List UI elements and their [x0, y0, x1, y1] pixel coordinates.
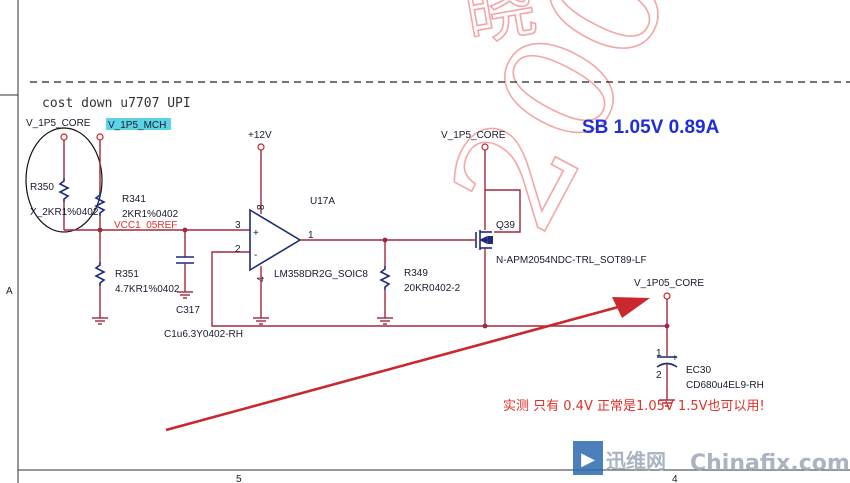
- r350-resistor: [58, 178, 70, 202]
- q39-drain-pin: [481, 143, 489, 151]
- r351-ref: R351: [115, 269, 139, 280]
- c317-ref: C317: [176, 305, 200, 316]
- ec30-value: CD680u4EL9-RH: [686, 380, 764, 391]
- opamp-ground: [253, 317, 269, 325]
- q39-tab-wire: [485, 189, 521, 233]
- u17a-pin1: 1: [308, 230, 314, 241]
- q39-ref: Q39: [496, 220, 515, 231]
- c317-value: C1u6.3Y0402-RH: [164, 329, 243, 340]
- u17a-ref: U17A: [310, 196, 335, 207]
- r351-ground: [92, 317, 108, 325]
- r351-value: 4.7KR1%0402: [115, 284, 180, 295]
- ec30-ref: EC30: [686, 365, 711, 376]
- r341-resistor: [94, 192, 106, 216]
- mch-highlight: [106, 118, 171, 130]
- ec30-pin2: 2: [656, 370, 662, 381]
- chinafix-site: Chinafix.com: [690, 451, 850, 476]
- u17a-pin3: 3: [235, 220, 241, 231]
- net-v1p5-mch: V_1P5_MCH: [108, 120, 166, 131]
- r349-ref: R349: [404, 268, 428, 279]
- q39-value: N-APM2054NDC-TRL_SOT89-LF: [496, 255, 647, 266]
- feedback-wire: [211, 251, 485, 327]
- net-v1p5-core-left: V_1P5_CORE: [26, 118, 91, 129]
- r341-ref: R341: [122, 194, 146, 205]
- net-v1p05-core: V_1P05_CORE: [634, 278, 704, 289]
- v1p05-core-pin: [663, 292, 671, 300]
- u17a-pin2: 2: [235, 244, 241, 255]
- chinafix-logo-mark: [573, 441, 603, 475]
- header-note: cost down u7707 UPI: [42, 96, 191, 111]
- border-col-4: 4: [672, 474, 678, 483]
- ref-junction-1: [97, 227, 103, 233]
- sb-power-note: SB 1.05V 0.89A: [582, 117, 720, 138]
- ec30-plus-sign: +: [672, 353, 678, 364]
- u17a-plus-sign: +: [253, 228, 259, 239]
- r350-power-pin: [60, 133, 68, 141]
- chinafix-watermark: ▶ 迅维网 Chinafix.com: [573, 441, 850, 476]
- border-col-5: 5: [236, 474, 242, 483]
- r341-value: 2KR1%0402: [122, 209, 179, 220]
- u17a-pin8: 8: [256, 204, 267, 210]
- u17a-value: LM358DR2G_SOIC8: [274, 269, 368, 280]
- plus12v-pin: [257, 143, 265, 151]
- net-v1p5-core-right: V_1P5_CORE: [441, 130, 506, 141]
- chinafix-logo-text: 迅维网: [606, 449, 666, 473]
- annotation-arrow: [165, 304, 623, 432]
- net-plus12v: +12V: [248, 130, 272, 141]
- r349-resistor: [379, 266, 391, 290]
- q39-mosfet: [475, 230, 493, 250]
- chinafix-logo-arrow: ▶: [581, 449, 595, 470]
- ec30-pin1: 1: [656, 348, 662, 359]
- r350-ref: R350: [30, 182, 54, 193]
- r341-power-pin: [96, 133, 104, 141]
- ec30-plate-bottom: [656, 362, 678, 368]
- r351-resistor: [94, 262, 106, 286]
- r349-value: 20KR0402-2: [404, 283, 461, 294]
- u17a-opamp: [249, 208, 302, 272]
- measurement-note: 实测 只有 0.4V 正常是1.05V 1.5V也可以用!: [503, 399, 765, 414]
- u17a-minus-sign: -: [254, 250, 257, 261]
- c317-ground: [177, 291, 193, 299]
- r350-value: X_2KR1%0402: [30, 207, 99, 218]
- r349-ground: [377, 317, 393, 325]
- net-vcc-ref: VCC1_05REF: [114, 220, 177, 231]
- r350-circle-mark: [25, 127, 103, 233]
- ec30-ground: [659, 399, 675, 407]
- annotation-arrowhead: [612, 297, 650, 318]
- output-junction: [664, 323, 670, 329]
- border-letter: A: [6, 286, 13, 297]
